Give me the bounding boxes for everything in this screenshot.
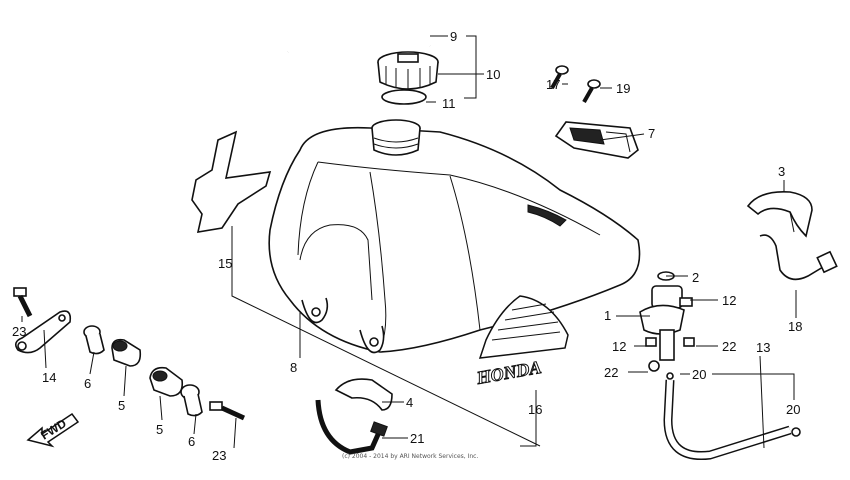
collar-6-top: [83, 325, 105, 355]
tank-band-rubber: [746, 190, 813, 238]
callout-7: 7: [648, 126, 655, 141]
callout-9: 9: [450, 29, 457, 44]
callout-13: 13: [756, 340, 770, 355]
callout-23-top: 23: [12, 324, 26, 339]
callout-6-top: 6: [84, 376, 91, 391]
callout-11: 11: [442, 96, 456, 111]
cushion-5-bottom: [149, 366, 184, 397]
callout-8: 8: [290, 360, 297, 375]
clip-4: [334, 378, 393, 411]
callout-14: 14: [42, 370, 56, 385]
callout-17: 17: [546, 77, 560, 92]
callout-3: 3: [778, 164, 785, 179]
side-decal: [191, 130, 272, 233]
brand-text: HONDA: [474, 357, 542, 388]
callout-2: 2: [692, 270, 699, 285]
fuel-tank: [268, 119, 641, 354]
fuel-valve: [639, 271, 695, 380]
fuel-cap: [377, 51, 439, 90]
callout-19: 19: [616, 81, 630, 96]
callout-15: 15: [218, 256, 232, 271]
callout-10: 10: [486, 67, 500, 82]
copyright-notice: (c) 2004 - 2014 by ARI Network Services,…: [342, 453, 478, 460]
bolt-19: [582, 79, 601, 103]
callout-20-right: 20: [786, 402, 800, 417]
fuel-line: [663, 379, 801, 461]
rear-mount-cover: [554, 121, 639, 159]
callout-6-bottom: 6: [188, 434, 195, 449]
callout-12-right: 12: [722, 293, 736, 308]
bolt-23-bottom: [209, 401, 246, 421]
callout-18: 18: [788, 319, 802, 334]
leader-lines: [21, 35, 797, 449]
bolt-23-top: [13, 287, 33, 318]
tube-21: [315, 399, 388, 455]
callout-21: 21: [410, 431, 424, 446]
bolt-17: [550, 65, 569, 89]
callout-22-right: 22: [722, 339, 736, 354]
callout-5-top: 5: [118, 398, 125, 413]
callout-20-top: 20: [692, 367, 706, 382]
callout-numbers: 9 10 11 17 19 7 3 15 2 1 12 18 12 22 13 …: [12, 29, 802, 463]
cushion-5-top: [111, 338, 142, 367]
callout-16: 16: [528, 402, 542, 417]
cap-gasket: [381, 89, 427, 105]
tank-band: [759, 234, 838, 281]
forward-arrow: FWD: [26, 412, 80, 448]
clamp-14: [14, 310, 72, 354]
callout-1: 1: [604, 308, 611, 323]
callout-23-bottom: 23: [212, 448, 226, 463]
callout-22-left: 22: [604, 365, 618, 380]
callout-5-bottom: 5: [156, 422, 163, 437]
callout-4: 4: [406, 395, 413, 410]
collar-6-bottom: [180, 384, 203, 417]
callout-12-left: 12: [612, 339, 626, 354]
